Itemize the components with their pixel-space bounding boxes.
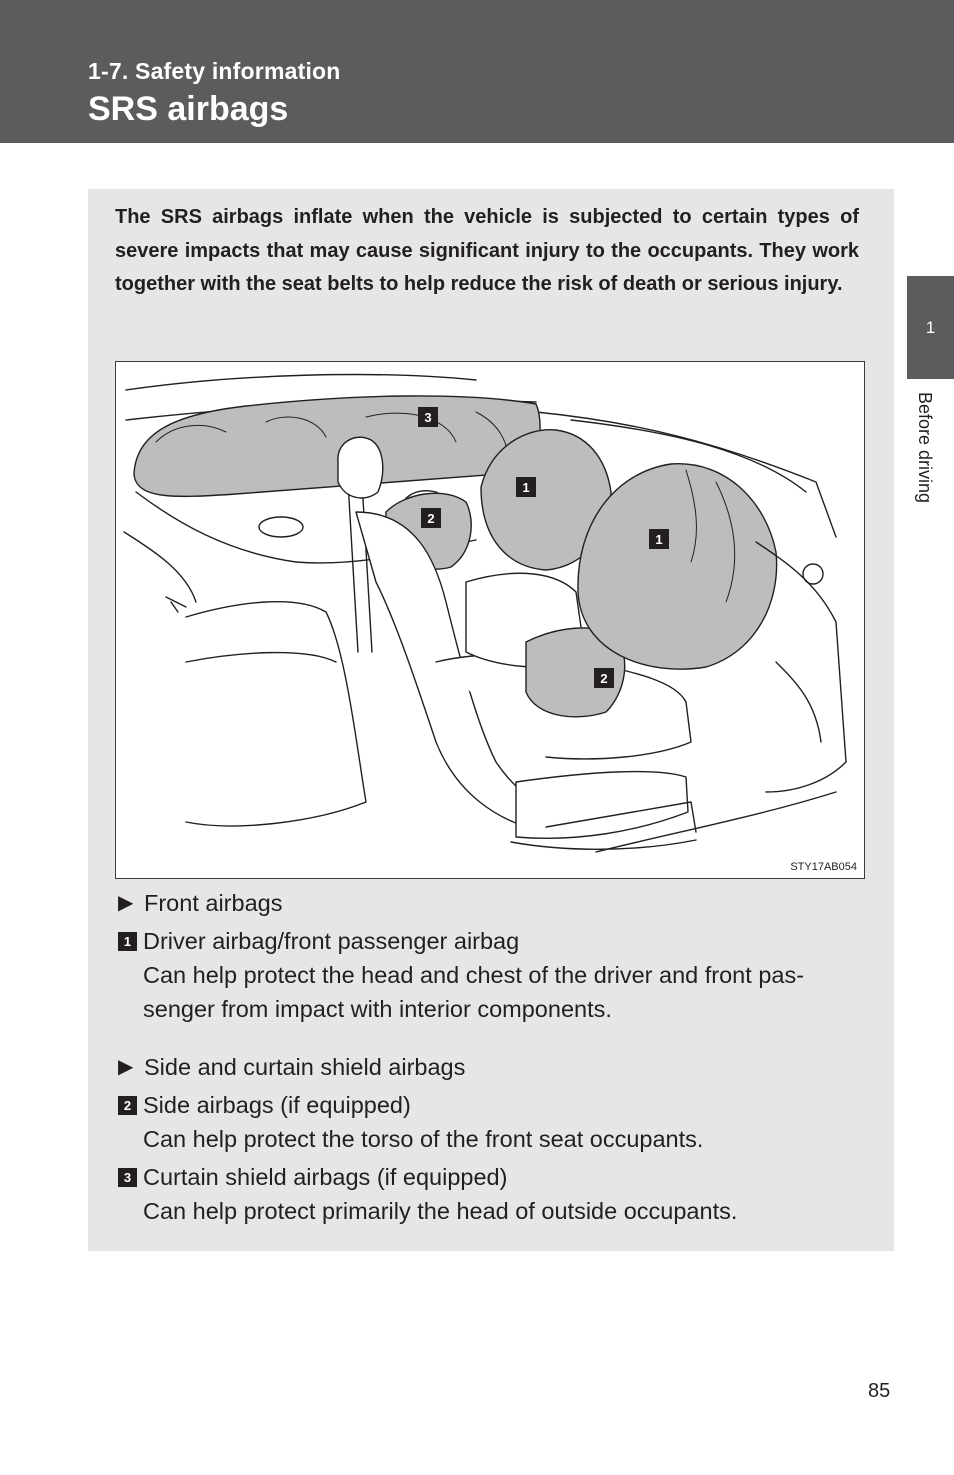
number-2-icon: 2 — [118, 1095, 137, 1115]
chapter-label: Before driving — [915, 392, 935, 504]
intro-text: The SRS airbags inflate when the vehicle… — [115, 206, 859, 295]
passenger-front-airbag — [577, 463, 778, 670]
right-door — [755, 541, 847, 793]
roof-line — [125, 373, 477, 391]
page-title: SRS airbags — [88, 90, 289, 128]
content-panel: The SRS airbags inflate when the vehicle… — [88, 189, 894, 1251]
callout-2-passenger: 2 — [594, 668, 614, 688]
b-pillar — [347, 481, 373, 653]
item-3-desc: Can help protect primarily the head of o… — [143, 1198, 738, 1224]
rear-seat-seam — [185, 651, 337, 663]
triangle-arrow-icon: ▶ — [118, 892, 134, 914]
side-airbags-heading: ▶ Side and curtain shield airbags — [118, 1050, 465, 1084]
door-line — [123, 531, 197, 603]
item-1-desc: senger from impact with interior compone… — [143, 996, 612, 1022]
svg-text:3: 3 — [424, 410, 431, 425]
item-1-desc: Can help protect the head and chest of t… — [143, 962, 805, 988]
curtain-airbag — [133, 395, 541, 498]
triangle-arrow-icon: ▶ — [118, 1056, 134, 1078]
car-interior-drawing: 3 1 2 1 2 — [123, 373, 847, 853]
rear-seat — [185, 600, 367, 827]
svg-text:1: 1 — [522, 480, 529, 495]
front-airbags-heading: ▶ Front airbags — [118, 886, 282, 920]
callout-2-driver: 2 — [421, 508, 441, 528]
chapter-number: 1 — [925, 317, 936, 337]
seat-rail — [515, 770, 689, 839]
chapter-tab[interactable]: 1 — [907, 276, 954, 379]
figure-code: STY17AB054 — [790, 861, 857, 873]
floor-line — [510, 839, 697, 850]
windshield-line — [535, 411, 837, 538]
seat-rail-line — [545, 801, 697, 833]
item-1-title: 1 Driver airbag/front passenger airbag — [118, 924, 519, 958]
item-2-title: 2 Side airbags (if equipped) — [118, 1088, 411, 1122]
section-title: 1-7. Safety information — [88, 58, 341, 84]
svg-text:2: 2 — [427, 511, 434, 526]
callout-3: 3 — [418, 407, 438, 427]
side-airbag-passenger — [525, 627, 626, 718]
callout-1-driver: 1 — [516, 477, 536, 497]
number-1-icon: 1 — [118, 931, 137, 951]
airbag-illustration: 3 1 2 1 2 STY17AB054 — [115, 361, 865, 879]
svg-text:2: 2 — [600, 671, 607, 686]
curtain-airbag-folds — [155, 411, 508, 463]
seatbelt-buckle — [165, 596, 187, 613]
dash-vent — [802, 563, 824, 585]
door-panel-line — [775, 661, 822, 743]
door-handle — [258, 516, 304, 538]
windshield-line — [570, 419, 807, 493]
callout-1-passenger: 1 — [649, 529, 669, 549]
number-3-icon: 3 — [118, 1167, 137, 1187]
item-3-title: 3 Curtain shield airbags (if equipped) — [118, 1160, 507, 1194]
page-header: 1-7. Safety information SRS airbags — [0, 0, 954, 143]
passenger-airbag-folds — [685, 469, 736, 603]
page-number: 85 — [868, 1380, 891, 1402]
door-sill — [595, 791, 837, 853]
svg-text:1: 1 — [655, 532, 662, 547]
rear-headrest — [337, 436, 384, 499]
item-2-desc: Can help protect the torso of the front … — [143, 1126, 704, 1152]
